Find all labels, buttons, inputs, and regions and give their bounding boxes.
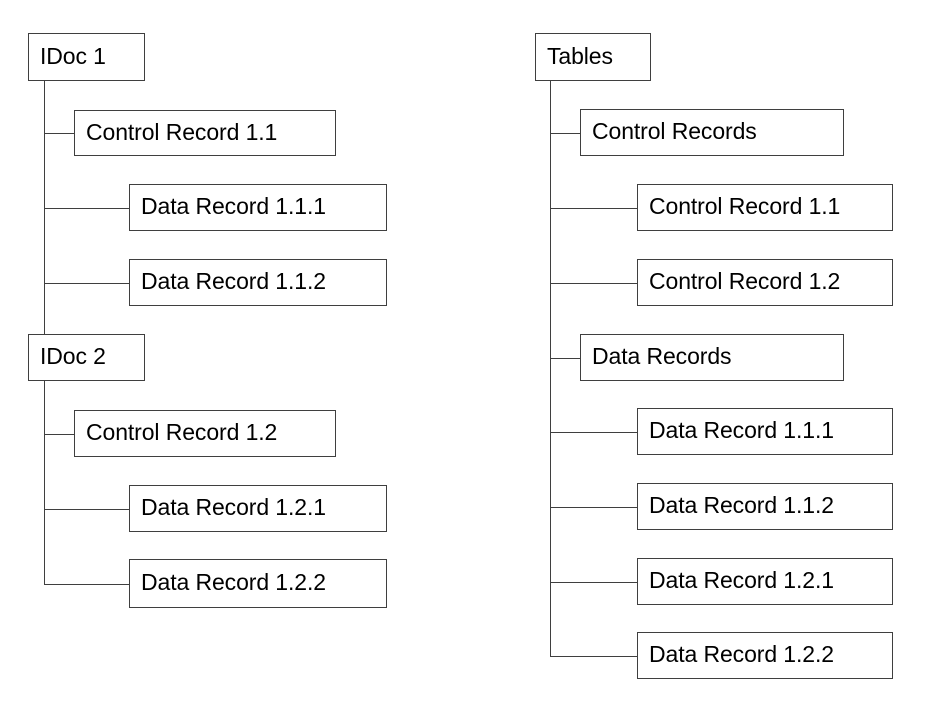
node-label: Data Record 1.2.1 — [649, 567, 834, 593]
node-label: Data Record 1.1.2 — [649, 492, 834, 518]
node-box-t-control-record-1-1[interactable]: Control Record 1.1 — [637, 184, 893, 231]
node-label: Tables — [547, 42, 613, 69]
node-box-idoc-1[interactable]: IDoc 1 — [28, 33, 145, 81]
node-label: Control Record 1.2 — [86, 419, 278, 445]
node-box-control-record-1-1[interactable]: Control Record 1.1 — [74, 110, 336, 156]
node-label: Data Records — [592, 343, 732, 369]
node-label: Control Record 1.2 — [649, 268, 841, 294]
node-box-t-data-record-1-1-1[interactable]: Data Record 1.1.1 — [637, 408, 893, 455]
node-label: Data Record 1.2.1 — [141, 494, 326, 520]
node-box-data-record-1-2-2[interactable]: Data Record 1.2.2 — [129, 559, 387, 608]
node-label: IDoc 2 — [40, 343, 106, 369]
node-box-t-control-record-1-2[interactable]: Control Record 1.2 — [637, 259, 893, 306]
node-box-control-record-1-2[interactable]: Control Record 1.2 — [74, 410, 336, 457]
node-box-data-records[interactable]: Data Records — [580, 334, 844, 381]
node-label: Data Record 1.2.2 — [141, 569, 326, 595]
node-label: Control Record 1.1 — [86, 118, 278, 145]
node-box-control-records[interactable]: Control Records — [580, 109, 844, 156]
node-label: Control Record 1.1 — [649, 193, 841, 219]
node-box-t-data-record-1-2-2[interactable]: Data Record 1.2.2 — [637, 632, 893, 679]
node-box-tables[interactable]: Tables — [535, 33, 651, 81]
node-label: Data Record 1.1.2 — [141, 268, 326, 294]
node-box-data-record-1-1-1[interactable]: Data Record 1.1.1 — [129, 184, 387, 231]
node-box-idoc-2[interactable]: IDoc 2 — [28, 334, 145, 381]
node-label: Data Record 1.1.1 — [649, 417, 834, 443]
node-label: Control Records — [592, 118, 757, 144]
node-label: Data Record 1.1.1 — [141, 193, 326, 219]
node-box-t-data-record-1-1-2[interactable]: Data Record 1.1.2 — [637, 483, 893, 530]
node-box-t-data-record-1-2-1[interactable]: Data Record 1.2.1 — [637, 558, 893, 605]
node-label: Data Record 1.2.2 — [649, 641, 834, 667]
node-box-data-record-1-2-1[interactable]: Data Record 1.2.1 — [129, 485, 387, 532]
node-label: IDoc 1 — [40, 42, 106, 69]
node-box-data-record-1-1-2[interactable]: Data Record 1.1.2 — [129, 259, 387, 306]
